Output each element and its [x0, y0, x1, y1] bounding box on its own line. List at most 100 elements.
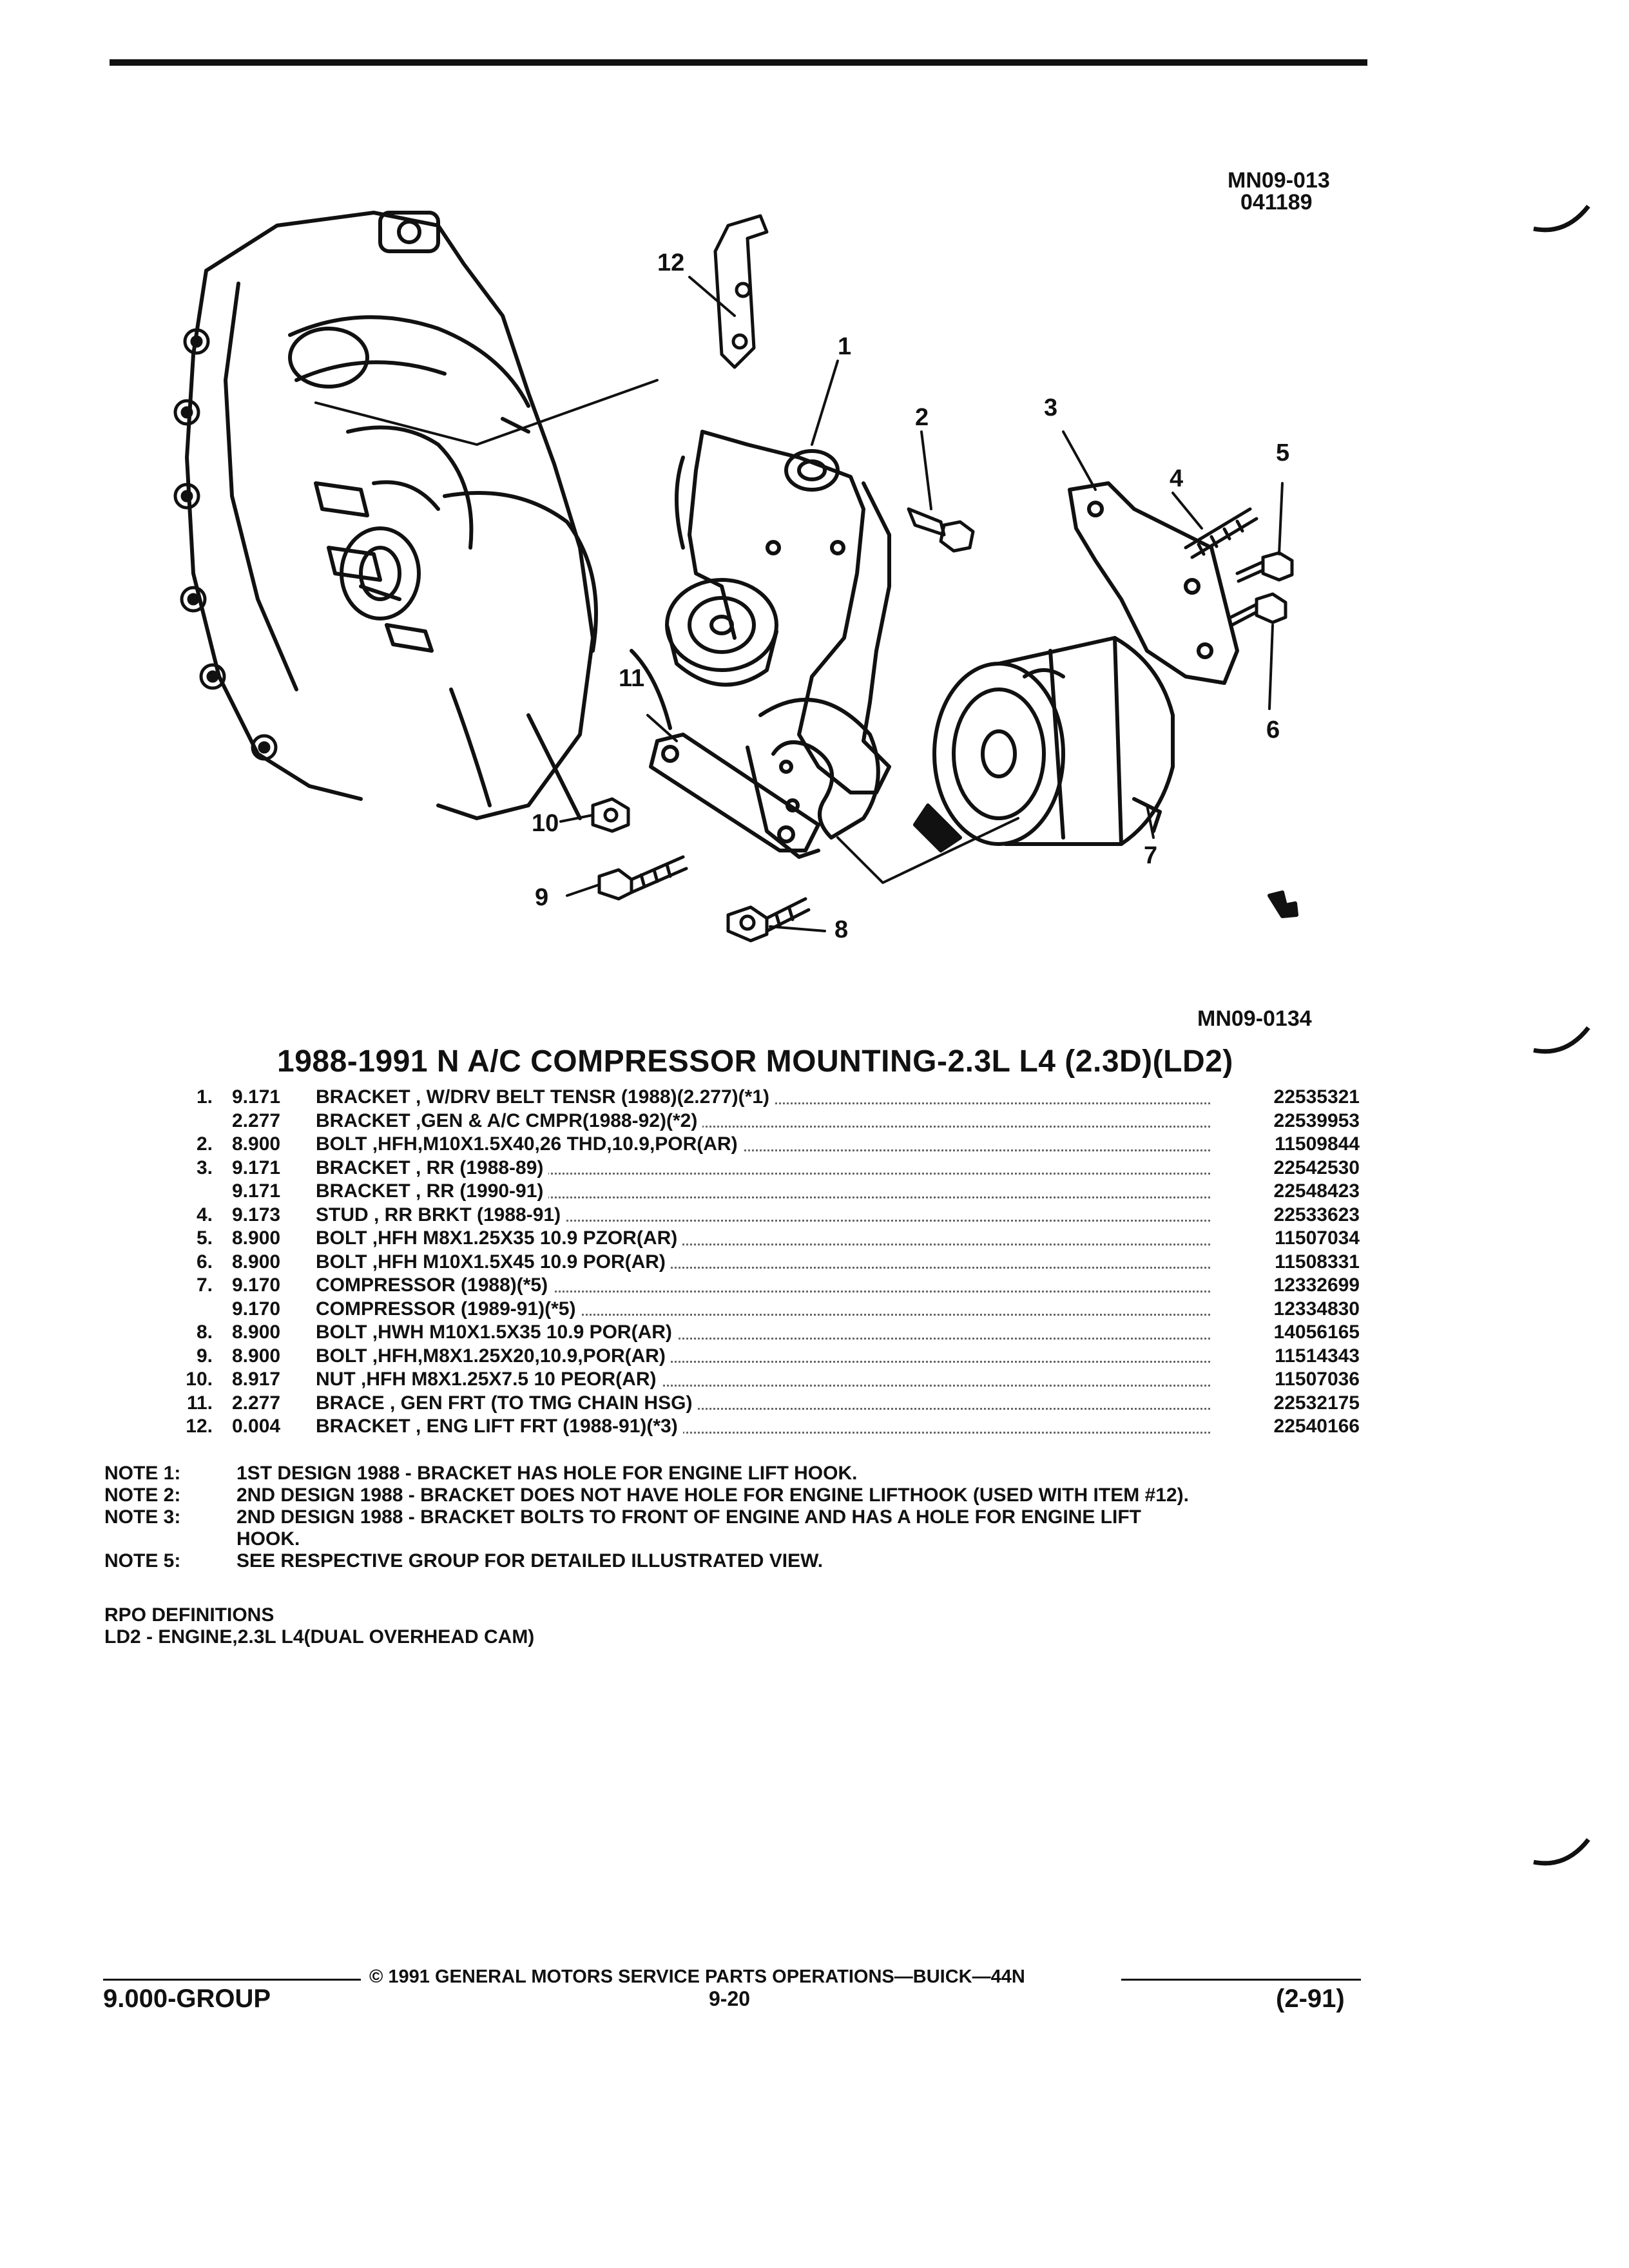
figure-code-3: MN09-0134: [1197, 1006, 1312, 1031]
part-description: BRACKET ,GEN & A/C CMPR(1988-92)(*2): [316, 1110, 1218, 1133]
callout-8: 8: [834, 916, 848, 943]
part-description: BRACKET , RR (1990-91): [316, 1180, 1218, 1204]
lift-bracket: [713, 214, 769, 369]
note-label: NOTE 5:: [104, 1550, 181, 1571]
part-group-code: 9.170: [232, 1298, 281, 1320]
callout-6: 6: [1266, 716, 1280, 744]
part-item-number: 5.: [196, 1227, 213, 1249]
part-description: BRACE , GEN FRT (TO TMG CHAIN HSG): [316, 1392, 1218, 1416]
callout-3: 3: [1044, 394, 1057, 421]
top-rule: [110, 59, 1367, 66]
part-number: 22542530: [1273, 1157, 1360, 1178]
part-number: 12334830: [1273, 1298, 1360, 1320]
part-group-code: 8.917: [232, 1369, 281, 1390]
figure-code-1: MN09-013: [1228, 168, 1330, 193]
part-number: 11507034: [1275, 1227, 1360, 1249]
part-group-code: 9.173: [232, 1204, 281, 1225]
part-number: 22532175: [1273, 1392, 1360, 1414]
part-item-number: 10.: [186, 1369, 213, 1390]
part-number: 22539953: [1273, 1110, 1360, 1131]
part-item-number: 9.: [196, 1345, 213, 1367]
part-row: 10. 8.917 NUT ,HFH M8X1.25X7.5 10 PEOR(AR)…: [148, 1368, 1360, 1392]
part-description: BOLT ,HFH M10X1.5X45 10.9 POR(AR): [316, 1251, 1218, 1274]
part-item-number: 8.: [196, 1321, 213, 1343]
part-description: BRACKET , RR (1988-89): [316, 1157, 1218, 1180]
part-row: 11. 2.277 BRACE , GEN FRT (TO TMG CHAIN HS…: [148, 1392, 1360, 1416]
bolt-2: [907, 507, 975, 553]
publisher-mark: [1268, 890, 1298, 918]
stud: [1184, 507, 1258, 559]
part-description: BOLT ,HWH M10X1.5X35 10.9 POR(AR): [316, 1321, 1218, 1345]
part-group-code: 9.171: [232, 1157, 281, 1178]
part-row: 6. 8.900 BOLT ,HFH M10X1.5X45 10.9 POR(AR)…: [148, 1251, 1360, 1274]
callout-2: 2: [915, 404, 929, 431]
note-row: NOTE 5:SEE RESPECTIVE GROUP FOR DETAILED…: [104, 1550, 1367, 1572]
callout-5: 5: [1276, 439, 1289, 466]
note-row: HOOK.: [104, 1528, 1367, 1550]
part-number: 12332699: [1273, 1274, 1360, 1296]
note-row: NOTE 1:1ST DESIGN 1988 - BRACKET HAS HOL…: [104, 1463, 1367, 1485]
part-group-code: 9.170: [232, 1274, 281, 1296]
note-text: 2ND DESIGN 1988 - BRACKET BOLTS TO FRONT…: [236, 1506, 1141, 1528]
binder-marks: [1533, 204, 1590, 1866]
bolt-9: [597, 855, 688, 901]
figure-code-2: 041189: [1240, 190, 1313, 215]
part-row: 2.277 BRACKET ,GEN & A/C CMPR(1988-92)(*2…: [148, 1110, 1360, 1133]
note-row: NOTE 2:2ND DESIGN 1988 - BRACKET DOES NO…: [104, 1485, 1367, 1506]
tensioner-pulley: [665, 578, 778, 687]
nut: [591, 797, 630, 833]
rpo-definitions: RPO DEFINITIONS LD2 - ENGINE,2.3L L4(DUA…: [104, 1604, 534, 1648]
part-number: 22548423: [1273, 1180, 1360, 1202]
bolt-6: [1229, 592, 1287, 627]
part-description: COMPRESSOR (1989-91)(*5): [316, 1298, 1218, 1321]
footer-rule-left: [103, 1979, 361, 1981]
footer-page: 9-20: [709, 1987, 751, 2010]
part-number: 14056165: [1273, 1321, 1360, 1343]
callout-12: 12: [657, 249, 684, 276]
note-text: HOOK.: [236, 1528, 300, 1550]
part-description: COMPRESSOR (1988)(*5): [316, 1274, 1218, 1298]
rear-bracket: [1068, 481, 1239, 685]
note-row: NOTE 3:2ND DESIGN 1988 - BRACKET BOLTS T…: [104, 1506, 1367, 1528]
part-number: 11514343: [1275, 1345, 1360, 1367]
compressor-leader: [836, 817, 1019, 884]
block-leader: [314, 379, 659, 446]
part-item-number: 11.: [186, 1392, 213, 1414]
footer-copyright: © 1991 GENERAL MOTORS SERVICE PARTS OPER…: [369, 1966, 1025, 1987]
part-number: 11507036: [1275, 1369, 1360, 1390]
callout-10: 10: [532, 810, 559, 837]
footer-rule-right: [1121, 1979, 1361, 1981]
brace: [649, 733, 820, 852]
part-group-code: 8.900: [232, 1251, 281, 1273]
footer-group: 9.000-GROUP: [103, 1984, 271, 2013]
part-item-number: 4.: [196, 1204, 213, 1225]
part-number: 11508331: [1275, 1251, 1360, 1273]
main-bracket: [675, 430, 891, 794]
part-item-number: 2.: [196, 1133, 213, 1155]
arc-bracket: [746, 698, 880, 859]
callout-7: 7: [1144, 842, 1157, 869]
part-number: 22540166: [1273, 1416, 1360, 1437]
part-description: BOLT ,HFH,M8X1.25X20,10.9,POR(AR): [316, 1345, 1218, 1369]
part-description: BOLT ,HFH M8X1.25X35 10.9 PZOR(AR): [316, 1227, 1218, 1251]
note-text: 2ND DESIGN 1988 - BRACKET DOES NOT HAVE …: [236, 1485, 1189, 1506]
rpo-heading: RPO DEFINITIONS: [104, 1604, 275, 1626]
callout-4: 4: [1170, 465, 1183, 492]
part-group-code: 8.900: [232, 1133, 281, 1155]
part-description: STUD , RR BRKT (1988-91): [316, 1204, 1218, 1227]
part-description: NUT ,HFH M8X1.25X7.5 10 PEOR(AR): [316, 1368, 1218, 1392]
part-item-number: 6.: [196, 1251, 213, 1273]
part-number: 11509844: [1275, 1133, 1360, 1155]
footer-date: (2-91): [1276, 1984, 1345, 2013]
part-group-code: 2.277: [232, 1392, 281, 1414]
part-group-code: 2.277: [232, 1110, 281, 1131]
